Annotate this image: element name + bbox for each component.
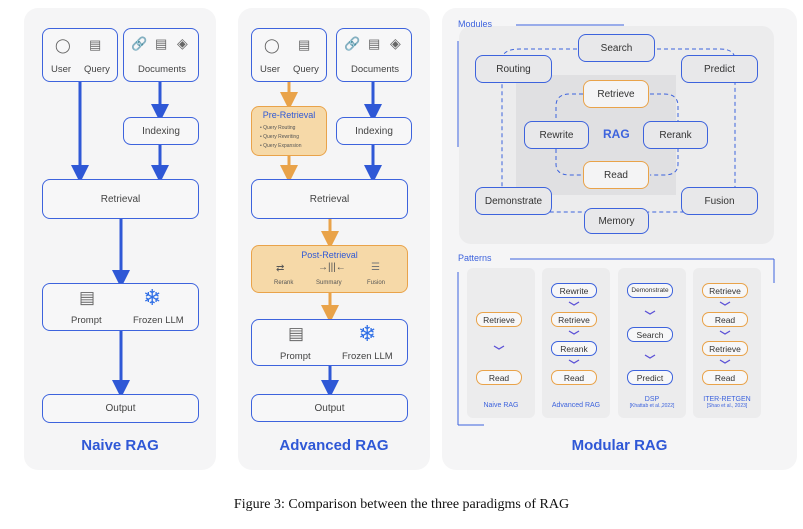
pattern-step: Rerank <box>551 341 597 356</box>
module-memory: Memory <box>584 208 649 234</box>
adv-output-box: Output <box>251 394 408 422</box>
rag-center-label: RAG <box>603 127 630 141</box>
modules-label: Modules <box>458 19 493 29</box>
module-search: Search <box>578 34 655 62</box>
naive-documents-box: 🔗 ▤ ◈ Documents <box>123 28 199 82</box>
chevron-down-icon <box>568 359 580 364</box>
adv-output-label: Output <box>314 402 345 414</box>
pattern-step: Read <box>702 370 748 385</box>
naive-user-label: User <box>51 64 72 75</box>
pattern-step: Retrieve <box>476 312 522 327</box>
adv-llm-label: Frozen LLM <box>342 351 393 362</box>
post-retrieval-box: Post-Retrieval ⇄ →|||← ☰ Rerank Summary … <box>251 245 408 293</box>
pre-retrieval-item: • Query Rewriting <box>260 134 299 140</box>
snowflake-icon: ❄ <box>143 285 162 310</box>
module-routing: Routing <box>475 55 552 83</box>
waveform-icon: →|||← <box>318 262 346 273</box>
post-retrieval-title: Post-Retrieval <box>301 250 358 260</box>
adv-documents-box: 🔗 ▤ ◈ Documents <box>336 28 412 82</box>
pattern-step: Rewrite <box>551 283 597 298</box>
link-icon: 🔗 <box>344 36 361 51</box>
naive-user-query-box: ◯ ▤ User Query <box>42 28 118 82</box>
adv-retrieval-box: Retrieval <box>251 179 408 219</box>
query-icon: ▤ <box>298 37 311 52</box>
adv-documents-label: Documents <box>351 64 400 75</box>
naive-prompt-llm-box: ▤ ❄ Prompt Frozen LLM <box>42 283 199 331</box>
naive-llm-label: Frozen LLM <box>133 315 184 326</box>
naive-documents-label: Documents <box>138 64 187 75</box>
module-retrieve: Retrieve <box>583 80 649 108</box>
pattern-step: Read <box>702 312 748 327</box>
prompt-icon: ▤ <box>79 288 96 307</box>
layers-icon: ◈ <box>390 35 401 51</box>
shuffle-icon: ⇄ <box>276 263 285 274</box>
naive-indexing-label: Indexing <box>142 125 180 137</box>
naive-indexing-box: Indexing <box>123 117 199 145</box>
snowflake-icon: ❄ <box>358 321 377 346</box>
pattern-step: Retrieve <box>702 283 748 298</box>
adv-user-query-box: ◯ ▤ User Query <box>251 28 327 82</box>
patterns-label: Patterns <box>458 253 492 263</box>
pre-retrieval-title: Pre-Retrieval <box>262 110 316 120</box>
module-rewrite: Rewrite <box>524 121 589 149</box>
adv-indexing-label: Indexing <box>355 125 393 137</box>
naive-retrieval-box: Retrieval <box>42 179 199 219</box>
naive-rag-title: Naive RAG <box>81 437 159 454</box>
user-icon: ◯ <box>55 37 71 53</box>
adv-user-label: User <box>260 64 281 75</box>
naive-output-label: Output <box>105 403 136 414</box>
module-read: Read <box>583 161 649 189</box>
post-item-fusion: Fusion <box>367 280 386 286</box>
chevron-down-icon <box>644 354 656 359</box>
chevron-down-icon <box>719 359 731 364</box>
pattern-caption-dsp: DSP[Khattab et al.,2022] <box>629 396 675 409</box>
document-icon: ▤ <box>368 36 381 51</box>
pattern-naive-rag <box>467 268 535 418</box>
module-predict: Predict <box>681 55 758 83</box>
pattern-step: Search <box>627 327 673 342</box>
chevron-down-icon <box>719 330 731 335</box>
adv-query-label: Query <box>293 64 319 75</box>
pre-retrieval-item: • Query Routing <box>260 125 296 131</box>
module-demonstrate: Demonstrate <box>475 187 552 215</box>
adv-prompt-label: Prompt <box>280 351 311 362</box>
naive-output-box: Output <box>42 394 199 423</box>
adv-prompt-llm-box: ▤ ❄ Prompt Frozen LLM <box>251 319 408 366</box>
post-item-summary: Summary <box>316 280 342 286</box>
pattern-caption-iter: ITER-RETGEN[Shao et al., 2023] <box>703 396 751 409</box>
module-fusion: Fusion <box>681 187 758 215</box>
chevron-down-icon <box>719 301 731 306</box>
pattern-step: Read <box>551 370 597 385</box>
prompt-icon: ▤ <box>288 324 305 343</box>
chevron-down-icon <box>568 301 580 306</box>
advanced-rag-title: Advanced RAG <box>279 437 389 454</box>
query-icon: ▤ <box>89 37 102 52</box>
layers-icon: ◈ <box>177 35 188 51</box>
pattern-step: Retrieve <box>551 312 597 327</box>
pre-retrieval-box: Pre-Retrieval • Query Routing • Query Re… <box>251 106 327 156</box>
pattern-caption-advanced: Advanced RAG <box>551 402 601 409</box>
naive-retrieval-label: Retrieval <box>100 193 141 205</box>
figure-caption: Figure 3: Comparison between the three p… <box>233 497 570 512</box>
pattern-step: Retrieve <box>702 341 748 356</box>
pattern-caption-naive: Naive RAG <box>483 402 519 409</box>
post-item-rerank: Rerank <box>274 280 294 286</box>
fusion-icon: ☰ <box>371 262 380 273</box>
document-icon: ▤ <box>155 36 168 51</box>
modular-rag-title: Modular RAG <box>571 437 668 454</box>
naive-query-label: Query <box>84 64 110 75</box>
pattern-step: Demonstrate <box>627 283 673 298</box>
pattern-step: Read <box>476 370 522 385</box>
chevron-down-icon <box>568 330 580 335</box>
pattern-step: Predict <box>627 370 673 385</box>
chevron-down-icon <box>644 310 656 315</box>
adv-retrieval-label: Retrieval <box>309 193 350 205</box>
adv-indexing-box: Indexing <box>336 117 412 145</box>
user-icon: ◯ <box>264 37 280 53</box>
chevron-down-icon <box>493 345 505 350</box>
module-rerank: Rerank <box>643 121 708 149</box>
naive-prompt-label: Prompt <box>71 315 102 326</box>
pre-retrieval-item: • Query Expansion <box>260 143 302 149</box>
link-icon: 🔗 <box>131 36 148 51</box>
